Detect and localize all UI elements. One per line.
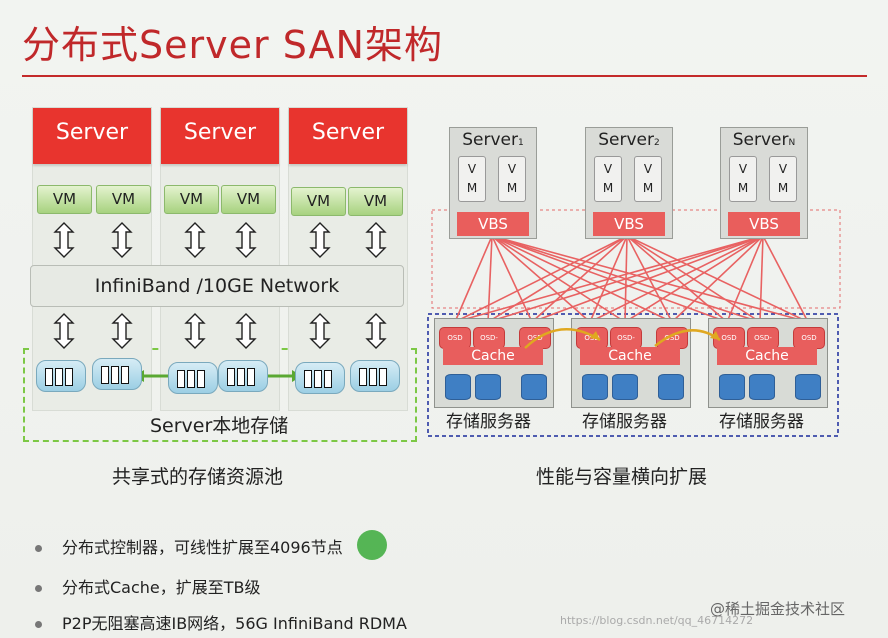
- bullet-item: 分布式控制器，可线性扩展至4096节点: [35, 534, 343, 558]
- curved-arrow-icon: [654, 329, 721, 347]
- storage-region-box: [427, 313, 839, 437]
- network-bar: InfiniBand /10GE Network: [30, 265, 404, 307]
- disk-icon: [92, 358, 142, 390]
- server-column-2: Server: [160, 107, 280, 411]
- server-subscript: N: [788, 138, 796, 148]
- storage-server-label: 存储服务器: [719, 412, 804, 432]
- local-storage-label: Server本地存储: [150, 415, 289, 437]
- disk-icon: [475, 374, 501, 400]
- server-header: Server: [289, 108, 407, 164]
- watermark-url: https://blog.csdn.net/qq_46714272: [560, 614, 754, 627]
- osd-box: OSD: [439, 327, 471, 349]
- vm-box: VM: [291, 187, 346, 216]
- disk-icon: [612, 374, 638, 400]
- left-caption: 共享式的存储资源池: [112, 466, 284, 488]
- disk-icon: [350, 360, 400, 392]
- server-header: Server: [33, 108, 151, 164]
- disk-icon: [36, 360, 86, 392]
- disk-icon: [521, 374, 547, 400]
- server-label: Server: [462, 130, 518, 150]
- server-label: Server: [732, 130, 789, 150]
- cache-bar: Cache: [580, 347, 680, 365]
- osd-box: OSD-: [610, 327, 642, 349]
- vm-box: VM: [348, 187, 403, 216]
- disk-icon: [582, 374, 608, 400]
- storage-server-2: OSD OSD- OSD Cache: [571, 318, 691, 408]
- storage-server-3: OSD OSD- OSD Cache: [708, 318, 828, 408]
- disk-icon: [795, 374, 821, 400]
- watermark: @稀土掘金技术社区: [710, 600, 846, 618]
- bullet-item: 分布式Cache，扩展至TB级: [35, 574, 261, 598]
- server-label: Server: [598, 130, 654, 150]
- vm-box: VM: [37, 185, 92, 214]
- storage-server-label: 存储服务器: [446, 412, 531, 432]
- curved-arrow-icon: [524, 328, 601, 349]
- storage-server-label: 存储服务器: [582, 412, 667, 432]
- bullet-item: P2P无阻塞高速IB网络，56G InfiniBand RDMA: [35, 610, 407, 634]
- cache-bar: Cache: [717, 347, 817, 365]
- vm-box: VM: [96, 185, 151, 214]
- disk-icon: [658, 374, 684, 400]
- disk-icon: [168, 362, 218, 394]
- disk-icon: [218, 360, 268, 392]
- server-subscript: 1: [518, 138, 524, 148]
- disk-icon: [749, 374, 775, 400]
- server-header: Server: [161, 108, 279, 164]
- vm-box: VM: [164, 185, 219, 214]
- vm-box: VM: [221, 185, 276, 214]
- vbs-box: VBS: [593, 212, 665, 236]
- disk-icon: [719, 374, 745, 400]
- storage-server-1: OSD OSD- OSD Cache: [434, 318, 554, 408]
- server-subscript: 2: [654, 138, 660, 148]
- page-title: 分布式Server SAN架构: [22, 23, 443, 67]
- vbs-box: VBS: [728, 212, 800, 236]
- title-divider: [22, 75, 867, 77]
- vbs-osd-links: [454, 235, 809, 323]
- vbs-box: VBS: [457, 212, 529, 236]
- right-caption: 性能与容量横向扩展: [536, 466, 708, 488]
- disk-icon: [295, 362, 345, 394]
- pointer-highlight: [357, 530, 387, 560]
- disk-icon: [445, 374, 471, 400]
- cache-bar: Cache: [443, 347, 543, 365]
